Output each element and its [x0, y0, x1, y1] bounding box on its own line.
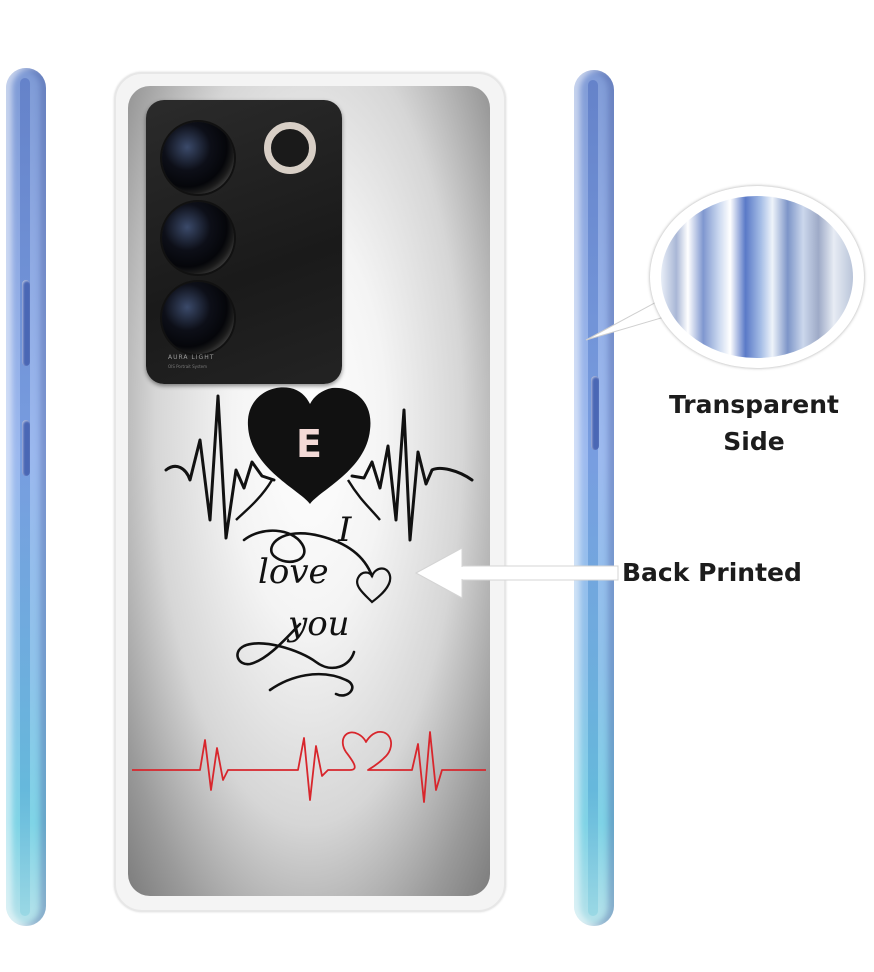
script-word-love: love	[258, 552, 329, 592]
black-heartbeat-line	[164, 394, 474, 542]
camera-lens-3	[162, 282, 234, 354]
initial-letter: E	[296, 422, 322, 466]
right-side-edge	[588, 80, 598, 916]
red-heartbeat-line	[132, 731, 486, 803]
back-printed-label: Back Printed	[622, 558, 802, 587]
camera-lens-1	[162, 122, 234, 194]
script-word-you: you	[288, 604, 350, 644]
small-heart-swirl	[356, 567, 392, 604]
transparent-side-line2: Side	[723, 427, 785, 456]
power-button	[22, 420, 30, 476]
big-heart	[247, 387, 371, 504]
volume-button	[22, 280, 30, 366]
camera-lens-2	[162, 202, 234, 274]
phone-right-side	[574, 70, 614, 926]
left-side-edge	[20, 78, 30, 916]
transparent-side-line1: Transparent	[669, 390, 839, 419]
side-button	[591, 376, 599, 450]
phone-left-side	[6, 68, 46, 926]
script-word-i: I	[338, 510, 352, 550]
flash-ring	[264, 122, 316, 174]
transparent-side-label: Transparent Side	[640, 386, 868, 460]
camera-module-label: AURA LIGHT	[168, 354, 215, 361]
camera-module-sublabel: OIS Portrait System	[168, 364, 208, 369]
arrow-icon	[414, 547, 619, 599]
script-flourish	[236, 529, 374, 697]
heart-bottom-swirls	[235, 479, 381, 521]
camera-module: AURA LIGHT OIS Portrait System	[146, 100, 342, 384]
zoom-detail-transparent-edge	[661, 196, 853, 358]
